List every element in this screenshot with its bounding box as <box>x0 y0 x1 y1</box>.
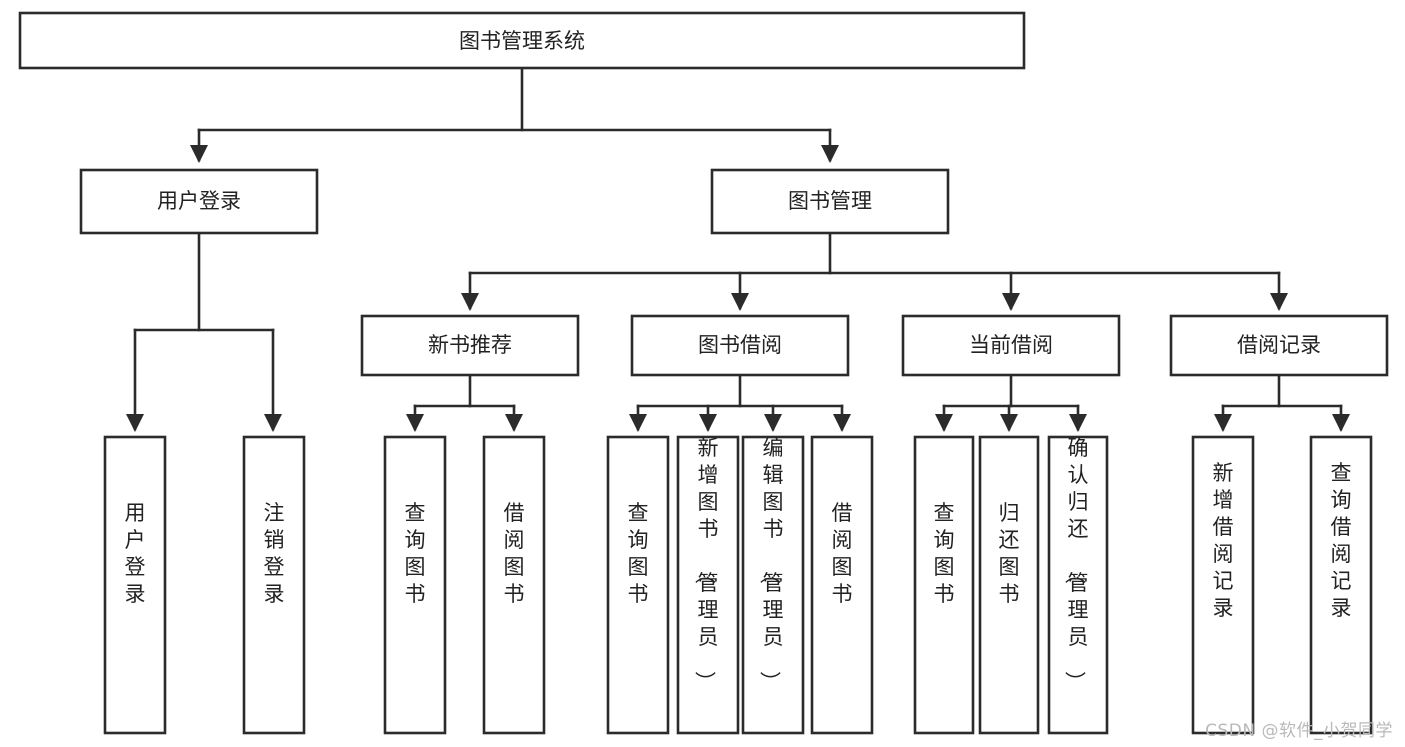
leaf-book-borrow-2-label: 新增图书（管理员） <box>693 436 719 692</box>
node-book-borrow-box[interactable] <box>630 314 850 377</box>
leaf-borrow-record-2-label: 查询借阅记录 <box>1331 461 1352 620</box>
node-current-borrow-box[interactable] <box>901 314 1121 377</box>
leaf-book-borrow-2[interactable]: 新增图书（管理员） <box>676 435 740 735</box>
node-borrow-record-box[interactable] <box>1169 314 1389 377</box>
leaf-new-book-1-box[interactable] <box>383 435 447 735</box>
leaf-borrow-record-2-box[interactable] <box>1309 435 1373 735</box>
node-user-login-label: 用户登录 <box>157 189 241 213</box>
leaf-borrow-record-1[interactable]: 新增借阅记录 <box>1191 435 1255 735</box>
leaf-current-borrow-1-label: 查询图书 <box>934 501 955 606</box>
leaf-current-borrow-2[interactable]: 归还图书 <box>978 435 1040 735</box>
node-book-management[interactable]: 图书管理 <box>710 168 950 235</box>
node-book-borrow[interactable]: 图书借阅 <box>630 314 850 377</box>
node-new-book-recommend-box[interactable] <box>360 314 580 377</box>
leaf-current-borrow-1-box[interactable] <box>913 435 975 735</box>
node-book-borrow-label: 图书借阅 <box>698 333 782 357</box>
leaf-current-borrow-3-box[interactable] <box>1047 435 1109 735</box>
leaf-user-login-2[interactable]: 注销登录 <box>242 435 306 735</box>
node-current-borrow-label: 当前借阅 <box>969 333 1053 357</box>
node-book-management-label: 图书管理 <box>788 189 872 213</box>
node-root-label: 图书管理系统 <box>459 29 585 53</box>
connector-group-user-login <box>125 231 283 433</box>
node-root-box[interactable] <box>18 11 1026 70</box>
connector-group-current-borrow <box>934 373 1088 433</box>
leaf-current-borrow-3-label: 确认归还（管理员） <box>1063 436 1089 692</box>
leaf-book-borrow-4[interactable]: 借阅图书 <box>810 435 874 735</box>
node-new-book-recommend-label: 新书推荐 <box>428 333 512 357</box>
leaf-book-borrow-1-box[interactable] <box>606 435 670 735</box>
leaf-current-borrow-2-label: 归还图书 <box>999 501 1020 606</box>
leaf-new-book-2-box[interactable] <box>482 435 546 735</box>
node-new-book-recommend[interactable]: 新书推荐 <box>360 314 580 377</box>
node-user-login-box[interactable] <box>79 168 319 235</box>
node-current-borrow[interactable]: 当前借阅 <box>901 314 1121 377</box>
leaf-user-login-1-label: 用户登录 <box>125 501 146 606</box>
leaf-borrow-record-1-box[interactable] <box>1191 435 1255 735</box>
leaf-book-borrow-4-box[interactable] <box>810 435 874 735</box>
leaf-book-borrow-1-label: 查询图书 <box>628 501 649 606</box>
connector-group-book-borrow <box>628 373 852 433</box>
leaf-user-login-1[interactable]: 用户登录 <box>103 435 167 735</box>
leaf-book-borrow-3-box[interactable] <box>741 435 805 735</box>
leaf-new-book-1[interactable]: 查询图书 <box>383 435 447 735</box>
leaf-user-login-2-box[interactable] <box>242 435 306 735</box>
leaf-book-borrow-2-box[interactable] <box>676 435 740 735</box>
leaf-book-borrow-3-label: 编辑图书（管理员） <box>758 436 784 692</box>
leaf-new-book-2[interactable]: 借阅图书 <box>482 435 546 735</box>
leaf-user-login-2-label: 注销登录 <box>264 501 285 606</box>
leaf-book-borrow-1[interactable]: 查询图书 <box>606 435 670 735</box>
node-root[interactable]: 图书管理系统 <box>18 11 1026 70</box>
leaf-new-book-2-label: 借阅图书 <box>504 501 525 606</box>
node-user-login[interactable]: 用户登录 <box>79 168 319 235</box>
node-book-management-box[interactable] <box>710 168 950 235</box>
node-borrow-record-label: 借阅记录 <box>1237 333 1321 357</box>
leaf-book-borrow-4-label: 借阅图书 <box>832 501 853 606</box>
connector-group-borrow-record <box>1213 373 1351 433</box>
leaf-user-login-1-box[interactable] <box>103 435 167 735</box>
connector-group-root <box>189 66 840 164</box>
leaf-borrow-record-1-label: 新增借阅记录 <box>1213 461 1234 620</box>
connector-group-new-book <box>405 373 524 433</box>
leaf-current-borrow-2-box[interactable] <box>978 435 1040 735</box>
leaf-current-borrow-1[interactable]: 查询图书 <box>913 435 975 735</box>
leaf-current-borrow-3[interactable]: 确认归还（管理员） <box>1047 435 1109 735</box>
node-borrow-record[interactable]: 借阅记录 <box>1169 314 1389 377</box>
leaf-new-book-1-label: 查询图书 <box>405 501 426 606</box>
leaf-borrow-record-2[interactable]: 查询借阅记录 <box>1309 435 1373 735</box>
leaf-book-borrow-3[interactable]: 编辑图书（管理员） <box>741 435 805 735</box>
connector-group-book-mgmt <box>460 231 1289 312</box>
